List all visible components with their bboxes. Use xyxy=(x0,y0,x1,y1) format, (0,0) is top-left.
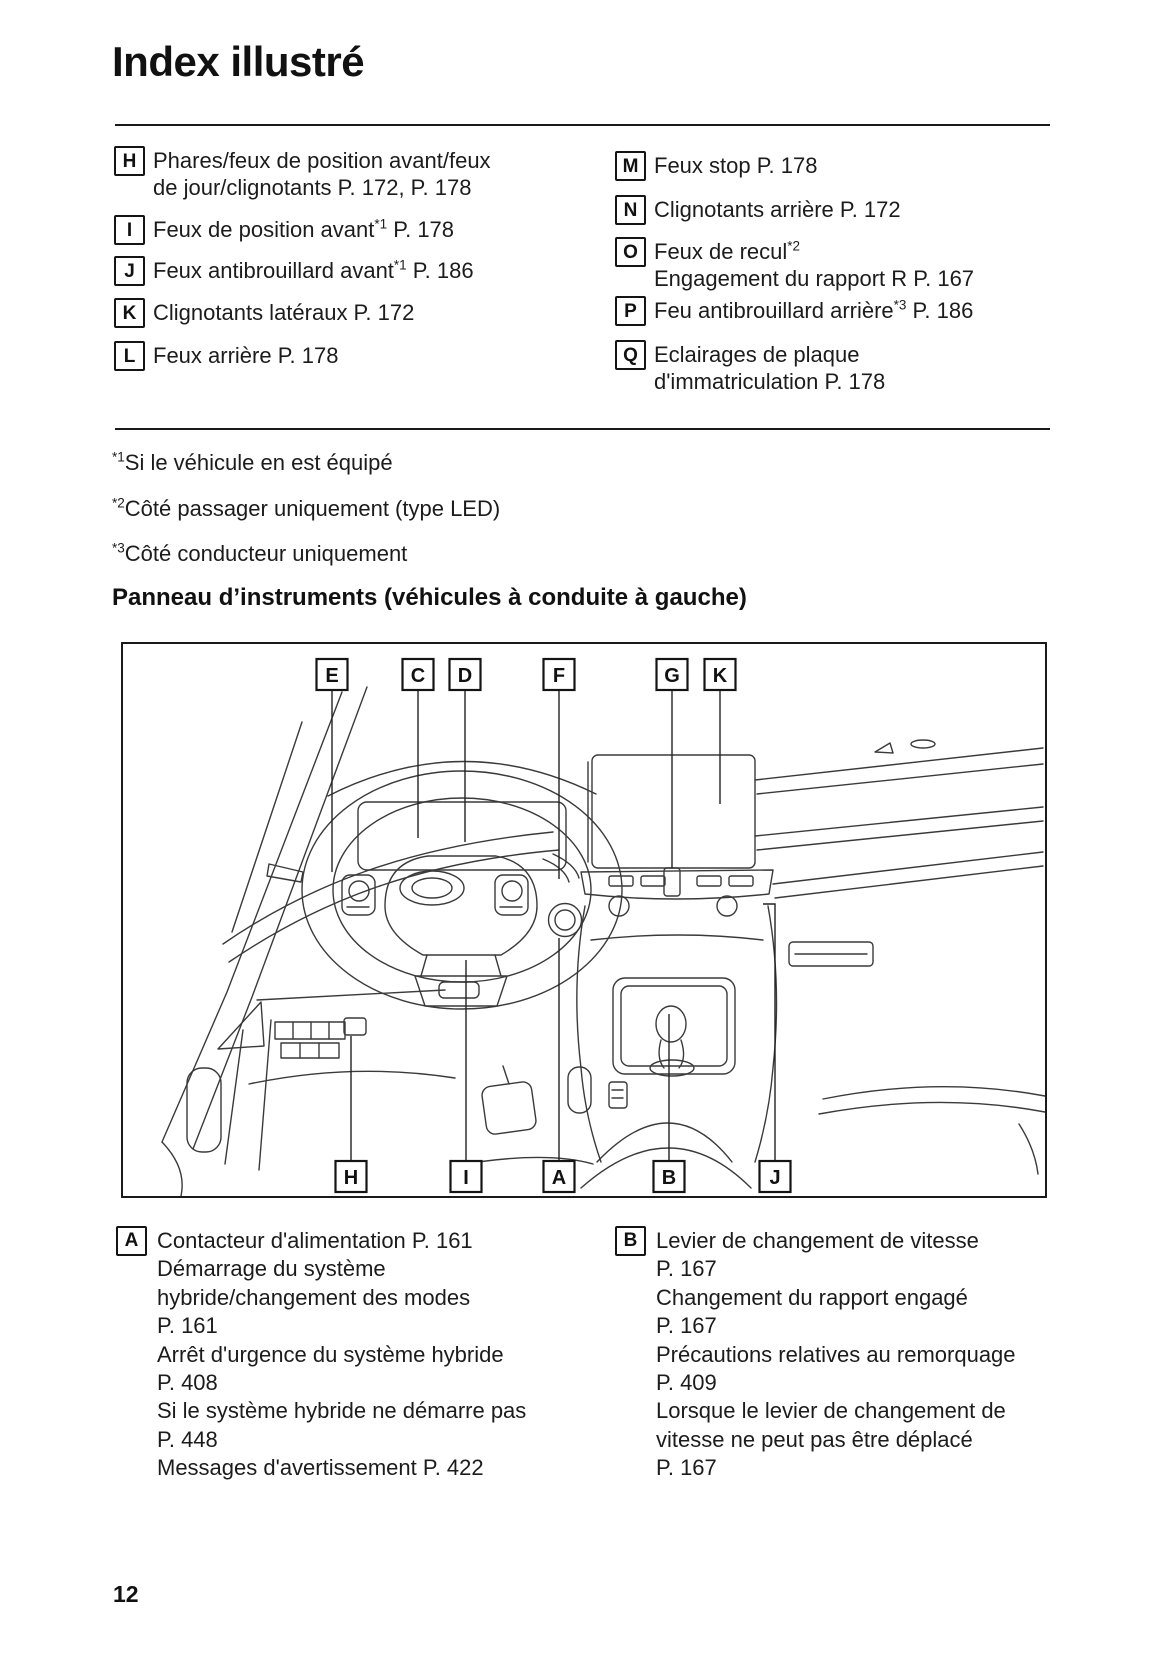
legend-line: Feux arrière P. 178 xyxy=(153,343,339,368)
legend-item-l: L Feux arrière P. 178 xyxy=(114,341,594,371)
footnote-3: *3Côté conducteur uniquement xyxy=(112,540,408,566)
legend-line: Feux antibrouillard avant*1 P. 186 xyxy=(153,257,474,283)
legend-line: Clignotants latéraux P. 172 xyxy=(153,300,415,325)
legend-line: vitesse ne peut pas être déplacé xyxy=(656,1426,973,1452)
legend-line: Changement du rapport engagé xyxy=(656,1284,968,1310)
legend-line: hybride/changement des modes xyxy=(157,1284,471,1310)
legend-line: P. 408 xyxy=(157,1370,218,1396)
legend-line: Feu antibrouillard arrière*3 P. 186 xyxy=(654,297,974,323)
dashboard-illustration: E C D F G K H I A B J xyxy=(161,657,1045,1196)
legend-item-o: O Feux de recul*2 Engagement du rapport … xyxy=(615,237,1055,292)
legend-line: P. 167 xyxy=(656,1313,717,1339)
legend-line: Phares/feux de position avant/feux xyxy=(153,148,491,173)
footnote-marker: *2 xyxy=(787,238,801,254)
legend-key-box: L xyxy=(114,341,145,371)
callout-label-i: I xyxy=(449,1159,483,1194)
legend-line: P. 167 xyxy=(656,1455,717,1481)
legend-item-h: H Phares/feux de position avant/feux de … xyxy=(114,146,594,201)
legend-item-b: B Levier de changement de vitesse P. 167… xyxy=(615,1226,1065,1483)
svg-text:I: I xyxy=(463,1167,469,1189)
callout-label-f: F xyxy=(542,657,576,692)
legend-key-box: N xyxy=(615,195,646,225)
footnote-marker: *1 xyxy=(112,449,125,465)
legend-key-box: Q xyxy=(615,340,646,370)
footnote-marker: *3 xyxy=(893,297,907,313)
legend-line: Démarrage du système xyxy=(157,1256,386,1282)
page-title: Index illustré xyxy=(112,38,365,85)
divider-top xyxy=(115,124,1050,127)
legend-key-box: B xyxy=(615,1226,646,1256)
legend-item-n: N Clignotants arrière P. 172 xyxy=(615,195,1055,225)
footnote-marker: *2 xyxy=(112,495,125,511)
svg-text:D: D xyxy=(458,665,472,687)
svg-text:B: B xyxy=(662,1167,676,1189)
svg-text:A: A xyxy=(552,1167,566,1189)
legend-key-box: I xyxy=(114,215,145,245)
callout-label-b: B xyxy=(652,1159,686,1194)
legend-line: P. 161 xyxy=(157,1313,218,1339)
legend-line: Messages d'avertissement P. 422 xyxy=(157,1455,484,1481)
legend-item-a: A Contacteur d'alimentation P. 161 Démar… xyxy=(116,1226,602,1483)
callout-label-d: D xyxy=(448,657,482,692)
callout-label-c: C xyxy=(401,657,435,692)
legend-line: Si le système hybride ne démarre pas xyxy=(157,1398,527,1424)
legend-line: P. 448 xyxy=(157,1426,218,1452)
legend-line: P. 409 xyxy=(656,1370,717,1396)
legend-item-i: I Feux de position avant*1 P. 178 xyxy=(114,215,594,245)
svg-text:F: F xyxy=(553,665,565,687)
callout-label-h: H xyxy=(334,1159,368,1194)
legend-item-k: K Clignotants latéraux P. 172 xyxy=(114,298,594,328)
callout-label-k: K xyxy=(703,657,737,692)
callout-label-g: G xyxy=(655,657,689,692)
legend-line: Eclairages de plaque xyxy=(654,342,860,367)
footnote-marker: *3 xyxy=(112,540,125,556)
legend-item-q: Q Eclairages de plaque d'immatriculation… xyxy=(615,340,1055,395)
svg-text:H: H xyxy=(344,1167,358,1189)
legend-item-j: J Feux antibrouillard avant*1 P. 186 xyxy=(114,256,594,286)
section-heading: Panneau d’instruments (véhicules à condu… xyxy=(112,584,747,611)
legend-key-box: H xyxy=(114,146,145,176)
legend-line: de jour/clignotants P. 172, P. 178 xyxy=(153,175,472,200)
callout-label-a: A xyxy=(542,1159,576,1194)
legend-key-box: O xyxy=(615,237,646,267)
instrument-panel-diagram: E C D F G K H I A B J xyxy=(121,642,1047,1198)
legend-item-p: P Feu antibrouillard arrière*3 P. 186 xyxy=(615,296,1055,326)
callout-lines xyxy=(331,690,776,1161)
legend-line: Précautions relatives au remorquage xyxy=(656,1341,1016,1367)
svg-text:G: G xyxy=(664,665,680,687)
callout-label-j: J xyxy=(758,1159,792,1194)
svg-text:K: K xyxy=(713,665,728,687)
footnote-marker: *1 xyxy=(374,216,388,232)
footnote-2: *2Côté passager uniquement (type LED) xyxy=(112,495,501,521)
footnote-marker: *1 xyxy=(393,257,407,273)
legend-line: Feux de position avant*1 P. 178 xyxy=(153,216,455,242)
legend-line: Contacteur d'alimentation P. 161 xyxy=(157,1228,473,1253)
legend-key-box: J xyxy=(114,256,145,286)
legend-key-box: M xyxy=(615,151,646,181)
legend-line: Levier de changement de vitesse xyxy=(656,1228,979,1253)
legend-key-box: A xyxy=(116,1226,147,1256)
legend-line: Clignotants arrière P. 172 xyxy=(654,197,901,222)
legend-line: Arrêt d'urgence du système hybride xyxy=(157,1341,504,1367)
svg-text:J: J xyxy=(769,1167,780,1189)
legend-line: Engagement du rapport R P. 167 xyxy=(654,266,975,291)
legend-key-box: P xyxy=(615,296,646,326)
legend-line: P. 167 xyxy=(656,1256,717,1282)
callout-label-e: E xyxy=(315,657,349,692)
legend-line: Lorsque le levier de changement de xyxy=(656,1398,1006,1424)
legend-key-box: K xyxy=(114,298,145,328)
legend-item-m: M Feux stop P. 178 xyxy=(615,151,1055,181)
svg-text:C: C xyxy=(411,665,425,687)
legend-line: Feux stop P. 178 xyxy=(654,153,818,178)
page-number: 12 xyxy=(113,1581,139,1607)
divider-mid xyxy=(115,428,1050,431)
legend-line: Feux de recul*2 xyxy=(654,238,801,264)
legend-line: d'immatriculation P. 178 xyxy=(654,369,886,394)
svg-text:E: E xyxy=(325,665,338,687)
footnote-1: *1Si le véhicule en est équipé xyxy=(112,449,393,475)
